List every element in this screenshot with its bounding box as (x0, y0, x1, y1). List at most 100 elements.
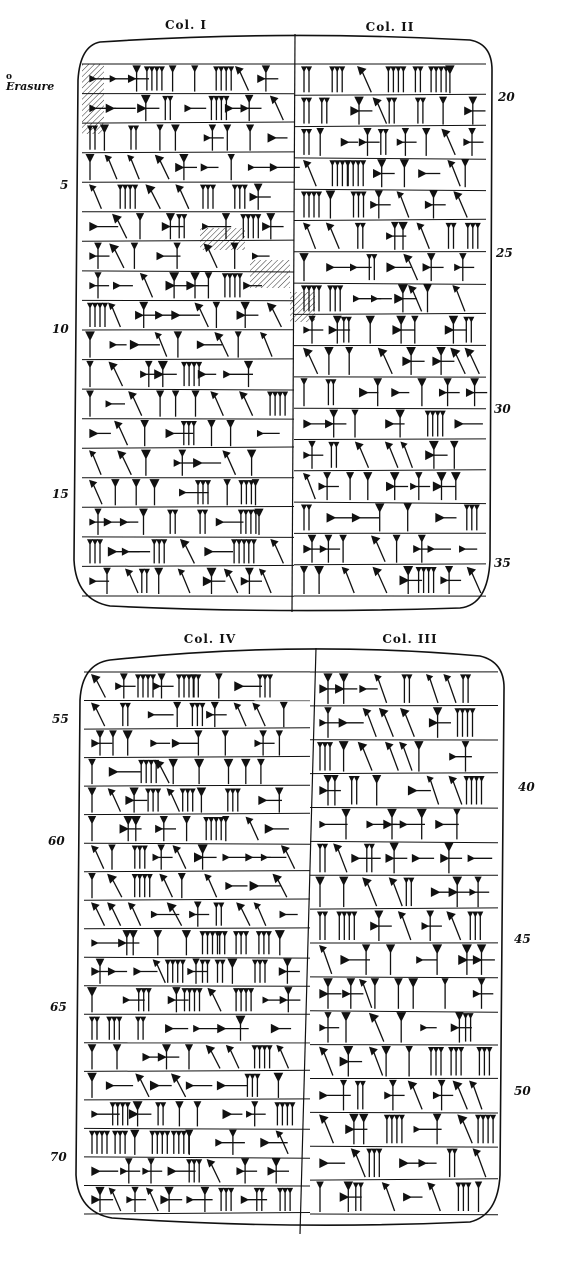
wedge-head (143, 568, 150, 575)
column-heading-col-iv: Col. IV (183, 632, 237, 646)
wedge-head (351, 513, 362, 523)
wedge-head (432, 356, 442, 366)
wedge-head (459, 545, 467, 553)
wedge-head (91, 125, 99, 132)
wedge-head (466, 566, 477, 577)
wedge-head (450, 222, 457, 229)
wedge-head (346, 978, 356, 987)
wedge-head (165, 213, 175, 223)
wedge-head (361, 944, 371, 953)
sign-stroke (468, 352, 480, 375)
wedge-head (150, 739, 159, 748)
wedge-head (89, 252, 97, 260)
wedge-head (204, 480, 212, 487)
wedge-head (93, 1130, 101, 1137)
erasure-marker-icon: o (6, 72, 13, 82)
wedge-head (129, 339, 140, 350)
wedge-head (256, 959, 264, 966)
wedge-head (176, 214, 183, 221)
wedge-head (175, 1130, 182, 1137)
wedge-head (372, 774, 382, 785)
wedge-head (140, 420, 149, 429)
wedge-head (245, 567, 254, 577)
wedge-head (203, 134, 212, 142)
wedge-head (398, 1114, 405, 1121)
wedge-head (91, 1166, 101, 1176)
wedge-head (340, 316, 347, 323)
wedge-head (319, 989, 329, 999)
wedge-head (419, 97, 426, 104)
wedge-head (162, 95, 169, 103)
wedge-head (171, 124, 180, 134)
wedge-head (122, 996, 131, 1004)
wedge-head (260, 853, 269, 862)
sign-stroke (306, 476, 316, 500)
wedge-head (181, 988, 188, 995)
wedge-head (370, 978, 380, 987)
sign-stroke (470, 571, 482, 594)
wedge-head (238, 931, 245, 938)
wedge-head (468, 316, 475, 323)
sign-stroke (175, 1077, 187, 1098)
sign-stroke (451, 779, 463, 805)
wedge-head (279, 995, 288, 1005)
wedge-head (173, 242, 181, 250)
ruling-line (83, 985, 311, 987)
wedge-head (270, 1023, 281, 1034)
wedge-head (440, 576, 449, 585)
wedge-head (316, 1181, 324, 1190)
wedge-head (130, 815, 141, 827)
wedge-head (221, 730, 229, 738)
wedge-head (303, 419, 313, 429)
wedge-head (363, 843, 370, 850)
wedge-head (109, 340, 118, 349)
wedge-head (207, 987, 217, 997)
wedge-head (448, 315, 459, 326)
wedge-head (86, 539, 94, 546)
wedge-head (319, 1114, 329, 1124)
wedge-head (476, 944, 487, 954)
wedge-head (280, 845, 290, 855)
wedge-head (186, 280, 196, 291)
wedge-head (410, 482, 418, 491)
wedge-head (194, 702, 201, 709)
line-number: 45 (514, 932, 531, 946)
wedge-head (373, 168, 383, 179)
obverse-ruling (81, 63, 487, 597)
wedge-head (261, 674, 269, 681)
wedge-head (407, 785, 418, 796)
wedge-head (155, 788, 162, 795)
wedge-head (463, 316, 470, 323)
sign-stroke (385, 1185, 396, 1212)
wedge-head (421, 922, 430, 930)
wedge-head (432, 481, 443, 492)
wedge-head (89, 518, 97, 526)
wedge-head (181, 361, 188, 369)
wedge-head (212, 301, 221, 310)
wedge-head (384, 1091, 393, 1100)
sign-stroke (95, 678, 106, 698)
wedge-head (377, 159, 387, 169)
column-heading-col-i: Col. I (164, 18, 208, 32)
wedge-head (383, 1114, 390, 1121)
wedge-head (267, 1166, 277, 1176)
wedge-head (276, 1187, 284, 1194)
wedge-head (194, 730, 203, 739)
wedge-head (161, 1044, 171, 1054)
wedge-head (154, 567, 164, 577)
sign-stroke (455, 288, 466, 312)
wedge-head (206, 567, 217, 578)
wedge-head (207, 420, 216, 429)
wedge-head (189, 788, 196, 795)
sign-stroke (419, 226, 430, 250)
wedge-head (154, 154, 165, 165)
wedge-head (445, 222, 452, 229)
sign-stroke (279, 1048, 290, 1069)
wedge-head (345, 346, 354, 355)
wedge-head (464, 708, 471, 715)
wedge-head (113, 281, 122, 290)
sign-stroke (184, 543, 195, 564)
wedge-head (144, 360, 153, 369)
wedge-head (185, 421, 192, 428)
wedge-head (357, 1182, 364, 1189)
